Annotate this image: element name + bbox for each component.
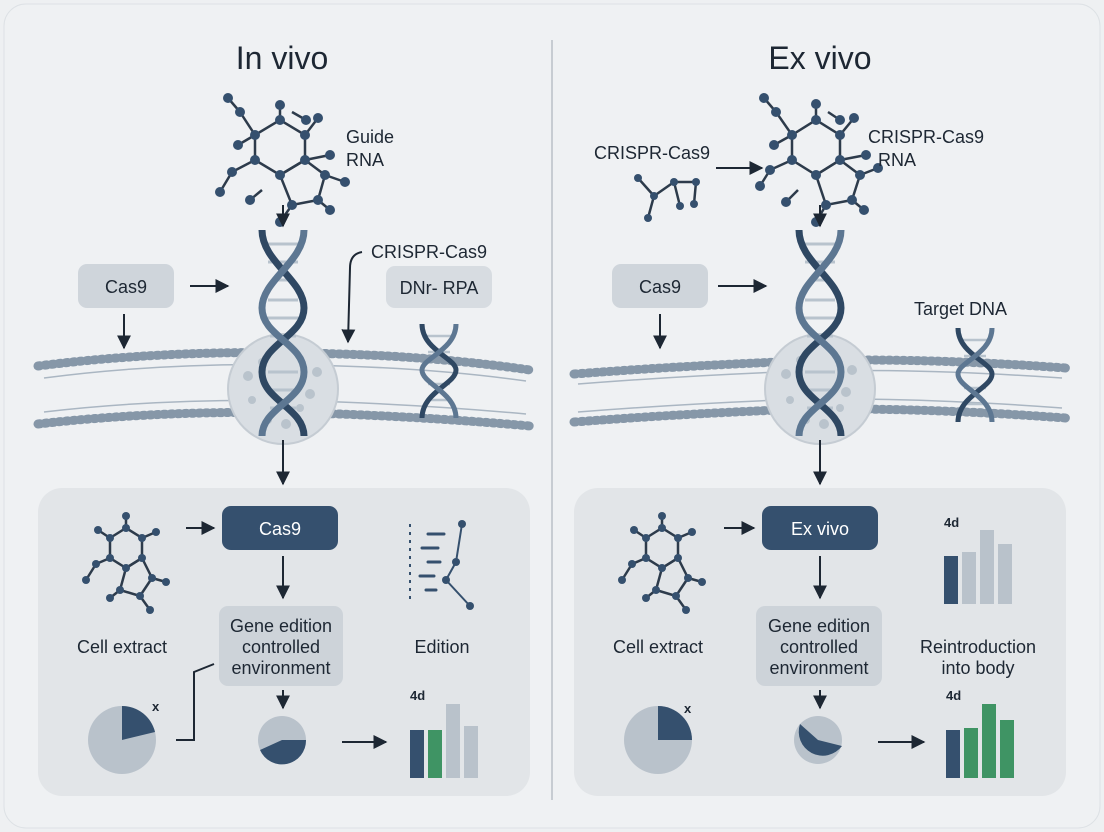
left-center-pie-slice [260,740,307,765]
right-bar-chart-bottom [946,704,1014,778]
left-cas9-box [78,264,174,308]
right-env-label-2: controlled [780,637,858,657]
right-crispr-left-label: CRISPR-Cas9 [594,143,710,163]
right-env-label-1: Gene edition [768,616,870,636]
left-arrow-crispr [341,251,363,344]
right-bar-mark-top: 4d [944,515,959,530]
right-reintro-label-1: Reintroduction [920,637,1036,657]
left-guide-label-1: Guide [346,127,394,147]
right-bar-chart-top [944,530,1012,604]
left-dna-helix [258,229,308,437]
left-env-label-3: environment [231,658,330,678]
right-cas9-box [612,264,708,308]
right-crispr-right-label-2: RNA [878,150,916,170]
right-cas9-label: Cas9 [639,277,681,297]
right-reintro-label-2: into body [941,658,1014,678]
right-bar-mark-bottom: 4d [946,688,961,703]
left-crispr-label: CRISPR-Cas9 [371,242,487,262]
left-process-box [222,506,338,550]
right-center-pie-slice [798,724,842,756]
left-bar-chart [410,704,478,778]
right-env-label-3: environment [769,658,868,678]
left-title: In vivo [236,40,328,76]
right-rna-atoms [755,93,883,227]
right-small-dna [955,327,995,423]
right-title: Ex vivo [768,40,871,76]
left-panel: In vivo [33,40,535,796]
left-bar-mark: 4d [410,688,425,703]
left-pie-mark: x [152,699,160,714]
left-cell-extract-label: Cell extract [77,637,167,657]
left-dna-rpa-box [386,266,492,308]
left-env-label-1: Gene edition [230,616,332,636]
left-edition-graphic [409,520,474,610]
right-pie-mark: x [684,701,692,716]
left-small-dna [419,323,459,419]
right-pie-slice [658,706,692,740]
right-cell-extract-atoms [618,512,706,614]
right-dna-helix [795,229,845,437]
right-process-box [762,506,878,550]
left-guide-label-2: RNA [346,150,384,170]
right-process-label: Ex vivo [791,519,849,539]
left-connector [176,663,215,741]
left-env-label-2: controlled [242,637,320,657]
right-crispr-right-label-1: CRISPR-Cas9 [868,127,984,147]
left-dna-rpa-label: DNr- RPA [400,278,479,298]
right-panel: Ex vivo CRISPR-Cas9 [569,40,1071,796]
right-target-dna-label: Target DNA [914,299,1007,319]
left-pie-slice [122,706,155,740]
left-cas9-label: Cas9 [105,277,147,297]
left-edition-label: Edition [414,637,469,657]
right-env-box [756,606,882,686]
right-crispr-small-atoms [634,174,700,222]
right-cell-extract-label: Cell extract [613,637,703,657]
left-cell-extract-atoms [82,512,170,614]
left-env-box [219,606,343,686]
left-process-label: Cas9 [259,519,301,539]
